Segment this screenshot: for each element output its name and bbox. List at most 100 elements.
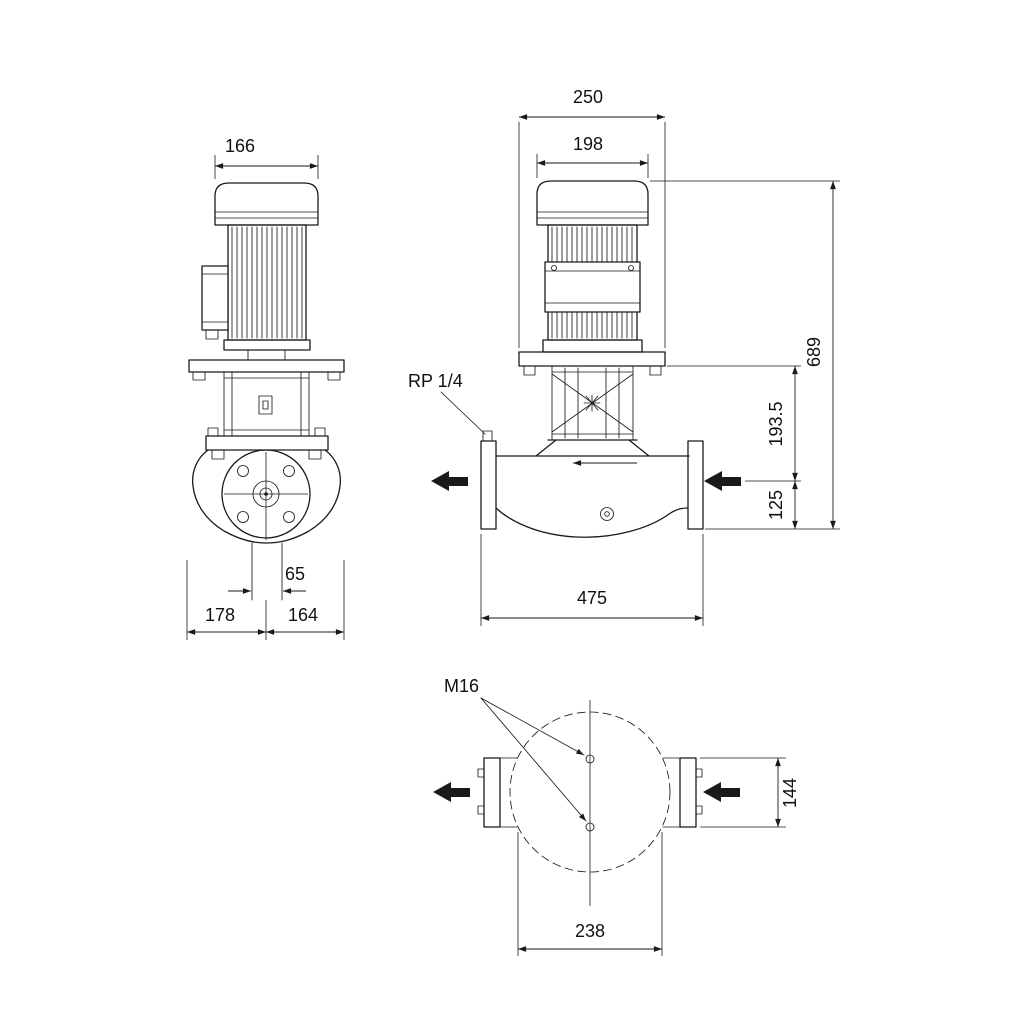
motor-outline-dashed: [509, 711, 671, 873]
bolt-hole-top: [585, 754, 595, 764]
centerlines: [224, 452, 308, 540]
flange-neck-lines: [499, 757, 681, 828]
motor-flange: [542, 339, 643, 353]
dim-motor-width-198: 198: [536, 134, 649, 178]
bolt-hole-bottom: [585, 822, 595, 832]
dim-label: 125: [766, 490, 786, 520]
dim-label: 250: [573, 87, 603, 107]
dim-label: 164: [288, 605, 318, 625]
extension-lines: [517, 832, 663, 956]
dim-label: 689: [804, 337, 824, 367]
head-nub-left: [211, 449, 225, 460]
mounting-plate: [518, 351, 666, 367]
terminal-box-screw: [551, 265, 557, 271]
extension-lines: [518, 122, 666, 348]
plate-bolt-left: [523, 365, 536, 376]
flange-notch: [477, 768, 485, 778]
dim-base-widths: 178 164: [186, 560, 345, 640]
terminal-box-screw: [628, 265, 634, 271]
bolt-hole: [283, 465, 295, 477]
outlet-flow-arrow-plan: [433, 782, 470, 802]
dim-base-width-238: 238: [517, 832, 663, 956]
volute-bottom: [495, 507, 689, 538]
pedestal-side: [188, 359, 345, 460]
terminal-box-side: [201, 265, 229, 331]
dim-motor-width-166: 166: [214, 136, 319, 179]
seat-bolt-left: [207, 427, 219, 437]
extension-lines: [186, 560, 345, 640]
bolt-hole: [283, 511, 295, 523]
flange-plan-left: [483, 757, 501, 828]
plate-bolt-right: [649, 365, 662, 376]
bolt-hole: [237, 465, 249, 477]
dim-port-65: 65: [228, 564, 306, 594]
gauge-port-callout: RP 1/4: [408, 371, 486, 435]
dim-label: 475: [577, 588, 607, 608]
mounting-plate: [188, 359, 345, 373]
extension-lines: [650, 180, 840, 530]
motor-fan-cover: [536, 180, 649, 226]
pedestal-front: [518, 351, 666, 441]
bolt-callout: M16: [444, 676, 587, 822]
flange-plan-right: [679, 757, 697, 828]
bolt-label: M16: [444, 676, 479, 696]
extension-lines: [700, 757, 786, 828]
fan-cover-bands: [214, 211, 319, 219]
side-view: 166: [186, 136, 345, 640]
volute-side: [191, 449, 342, 601]
motor-flange: [223, 339, 311, 351]
leader-line-top: [480, 697, 585, 756]
extension-lines: [480, 534, 704, 626]
port-stub: [251, 542, 283, 601]
cable-entry: [205, 329, 219, 340]
drain-plug-center: [604, 511, 610, 517]
motor-fan-cover: [214, 182, 319, 226]
port-label: RP 1/4: [408, 371, 463, 391]
extension-lines: [536, 154, 649, 178]
extension-lines: [214, 155, 319, 179]
dim-label: 144: [780, 778, 800, 808]
terminal-box-front: [544, 261, 641, 313]
dim-label: 193.5: [766, 401, 786, 446]
flange-notch: [695, 805, 703, 815]
casing-top: [495, 439, 690, 457]
drain-plug: [600, 507, 614, 521]
dim-port-to-port-475: 475: [480, 534, 704, 626]
gauge-port: [482, 430, 493, 442]
plan-view: M16 144 238: [433, 676, 800, 956]
dim-label: 65: [285, 564, 305, 584]
front-view: 250 198: [408, 87, 840, 626]
inlet-flow-arrow-plan: [703, 782, 740, 802]
lantern: [223, 371, 310, 437]
dim-flange-height-144: 144: [700, 757, 800, 828]
motor-neck: [247, 349, 286, 361]
terminal-box-lines: [544, 270, 641, 304]
bolt-hole: [237, 511, 249, 523]
head-nub-right: [308, 449, 322, 460]
motor-side: [201, 182, 319, 361]
terminal-box-lines: [201, 273, 229, 323]
dim-heights: 193.5 125 689: [650, 180, 840, 530]
casing-plan: [477, 754, 703, 832]
flange-notch: [477, 805, 485, 815]
outlet-flow-arrow: [431, 471, 468, 491]
dim-label: 238: [575, 921, 605, 941]
leader-line: [440, 391, 486, 435]
motor-front: [536, 180, 649, 353]
dim-label: 198: [573, 134, 603, 154]
plate-bolt-left: [192, 371, 206, 381]
pump-head-plate: [205, 435, 329, 451]
leader-line-bottom: [480, 697, 587, 822]
dim-plate-width-250: 250: [518, 87, 666, 348]
coupling-window: [258, 395, 273, 415]
vent-mark: [583, 394, 601, 412]
fan-cover-bands: [536, 211, 649, 219]
dim-label: 178: [205, 605, 235, 625]
discharge-flange: [687, 440, 704, 530]
casing-front: [480, 430, 704, 538]
flange-notch: [695, 768, 703, 778]
motor-fins: [231, 226, 303, 339]
suction-flange: [480, 440, 497, 530]
